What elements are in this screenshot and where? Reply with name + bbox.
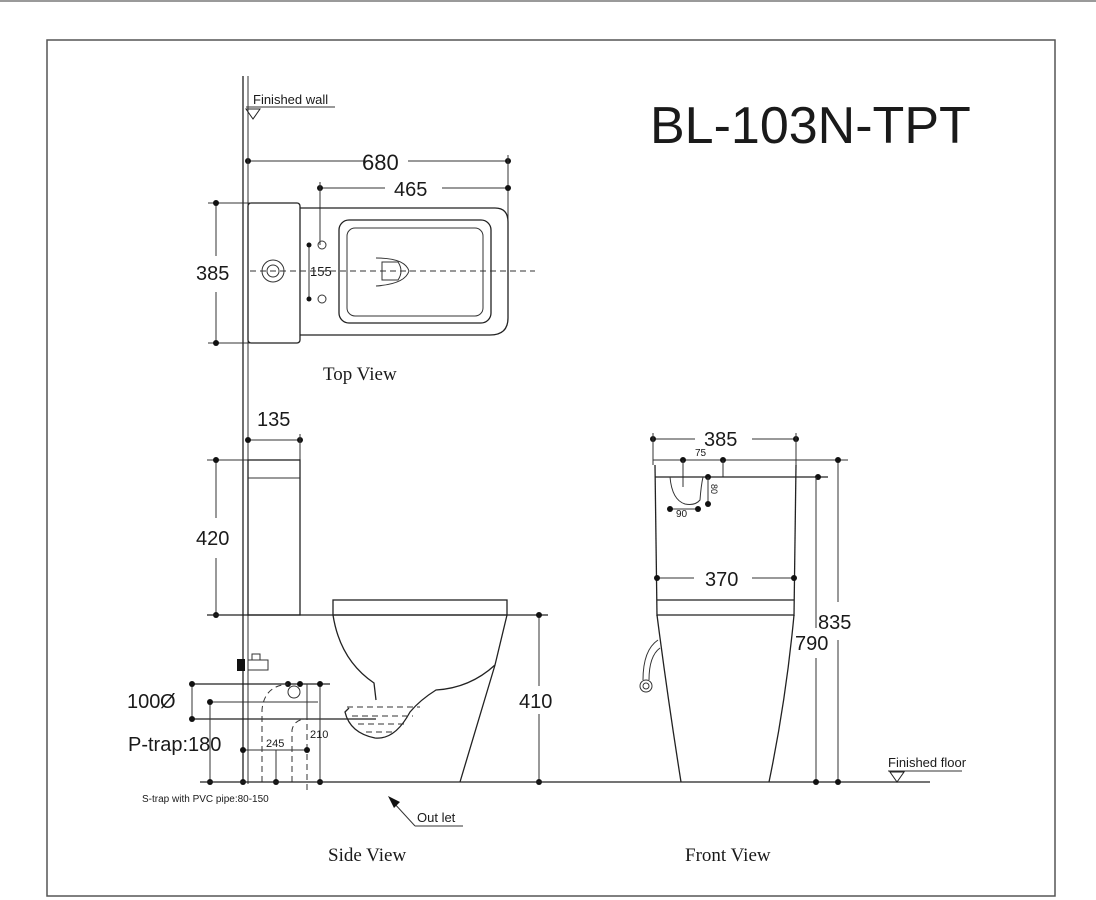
dim-90: 90 <box>676 509 688 520</box>
dim-420: 420 <box>196 528 229 550</box>
dim-835: 835 <box>818 612 851 634</box>
top-view: 680 465 385 155 Top View <box>196 150 535 385</box>
dim-790: 790 <box>795 633 828 655</box>
drawing-frame <box>46 39 1056 897</box>
side-view-label: Side View <box>328 845 406 866</box>
dim-80: 80 <box>709 484 719 494</box>
outlet-label: Out let <box>417 810 456 825</box>
dim-75: 75 <box>695 448 707 459</box>
dim-245: 245 <box>266 738 284 750</box>
finished-wall-label: Finished wall <box>253 92 328 107</box>
finished-floor-label: Finished floor <box>888 755 967 770</box>
dim-100: 100 <box>127 691 160 713</box>
diameter-symbol: Ø <box>160 691 176 713</box>
s-trap-note: S-trap with PVC pipe:80-150 <box>142 794 269 805</box>
front-view-label: Front View <box>685 845 771 866</box>
p-trap-label: P-trap:180 <box>128 734 221 756</box>
dim-385-top: 385 <box>196 263 229 285</box>
side-view: 135 420 410 100 Ø <box>127 409 930 866</box>
front-view: 385 75 80 90 370 <box>639 429 967 866</box>
outlet-arrow-icon <box>388 796 400 808</box>
dim-465: 465 <box>394 179 427 201</box>
valve-icon <box>237 659 245 671</box>
top-border <box>0 0 1096 2</box>
dim-370: 370 <box>705 569 738 591</box>
floor-marker-icon <box>889 771 905 783</box>
model-title: BL-103N-TPT <box>650 97 971 155</box>
dim-135: 135 <box>257 409 290 431</box>
top-view-label: Top View <box>323 364 397 385</box>
dim-385-front: 385 <box>704 429 737 451</box>
dim-680: 680 <box>362 150 399 175</box>
wall-marker-icon <box>245 108 261 120</box>
dim-210: 210 <box>310 729 328 741</box>
dim-410: 410 <box>519 691 552 713</box>
